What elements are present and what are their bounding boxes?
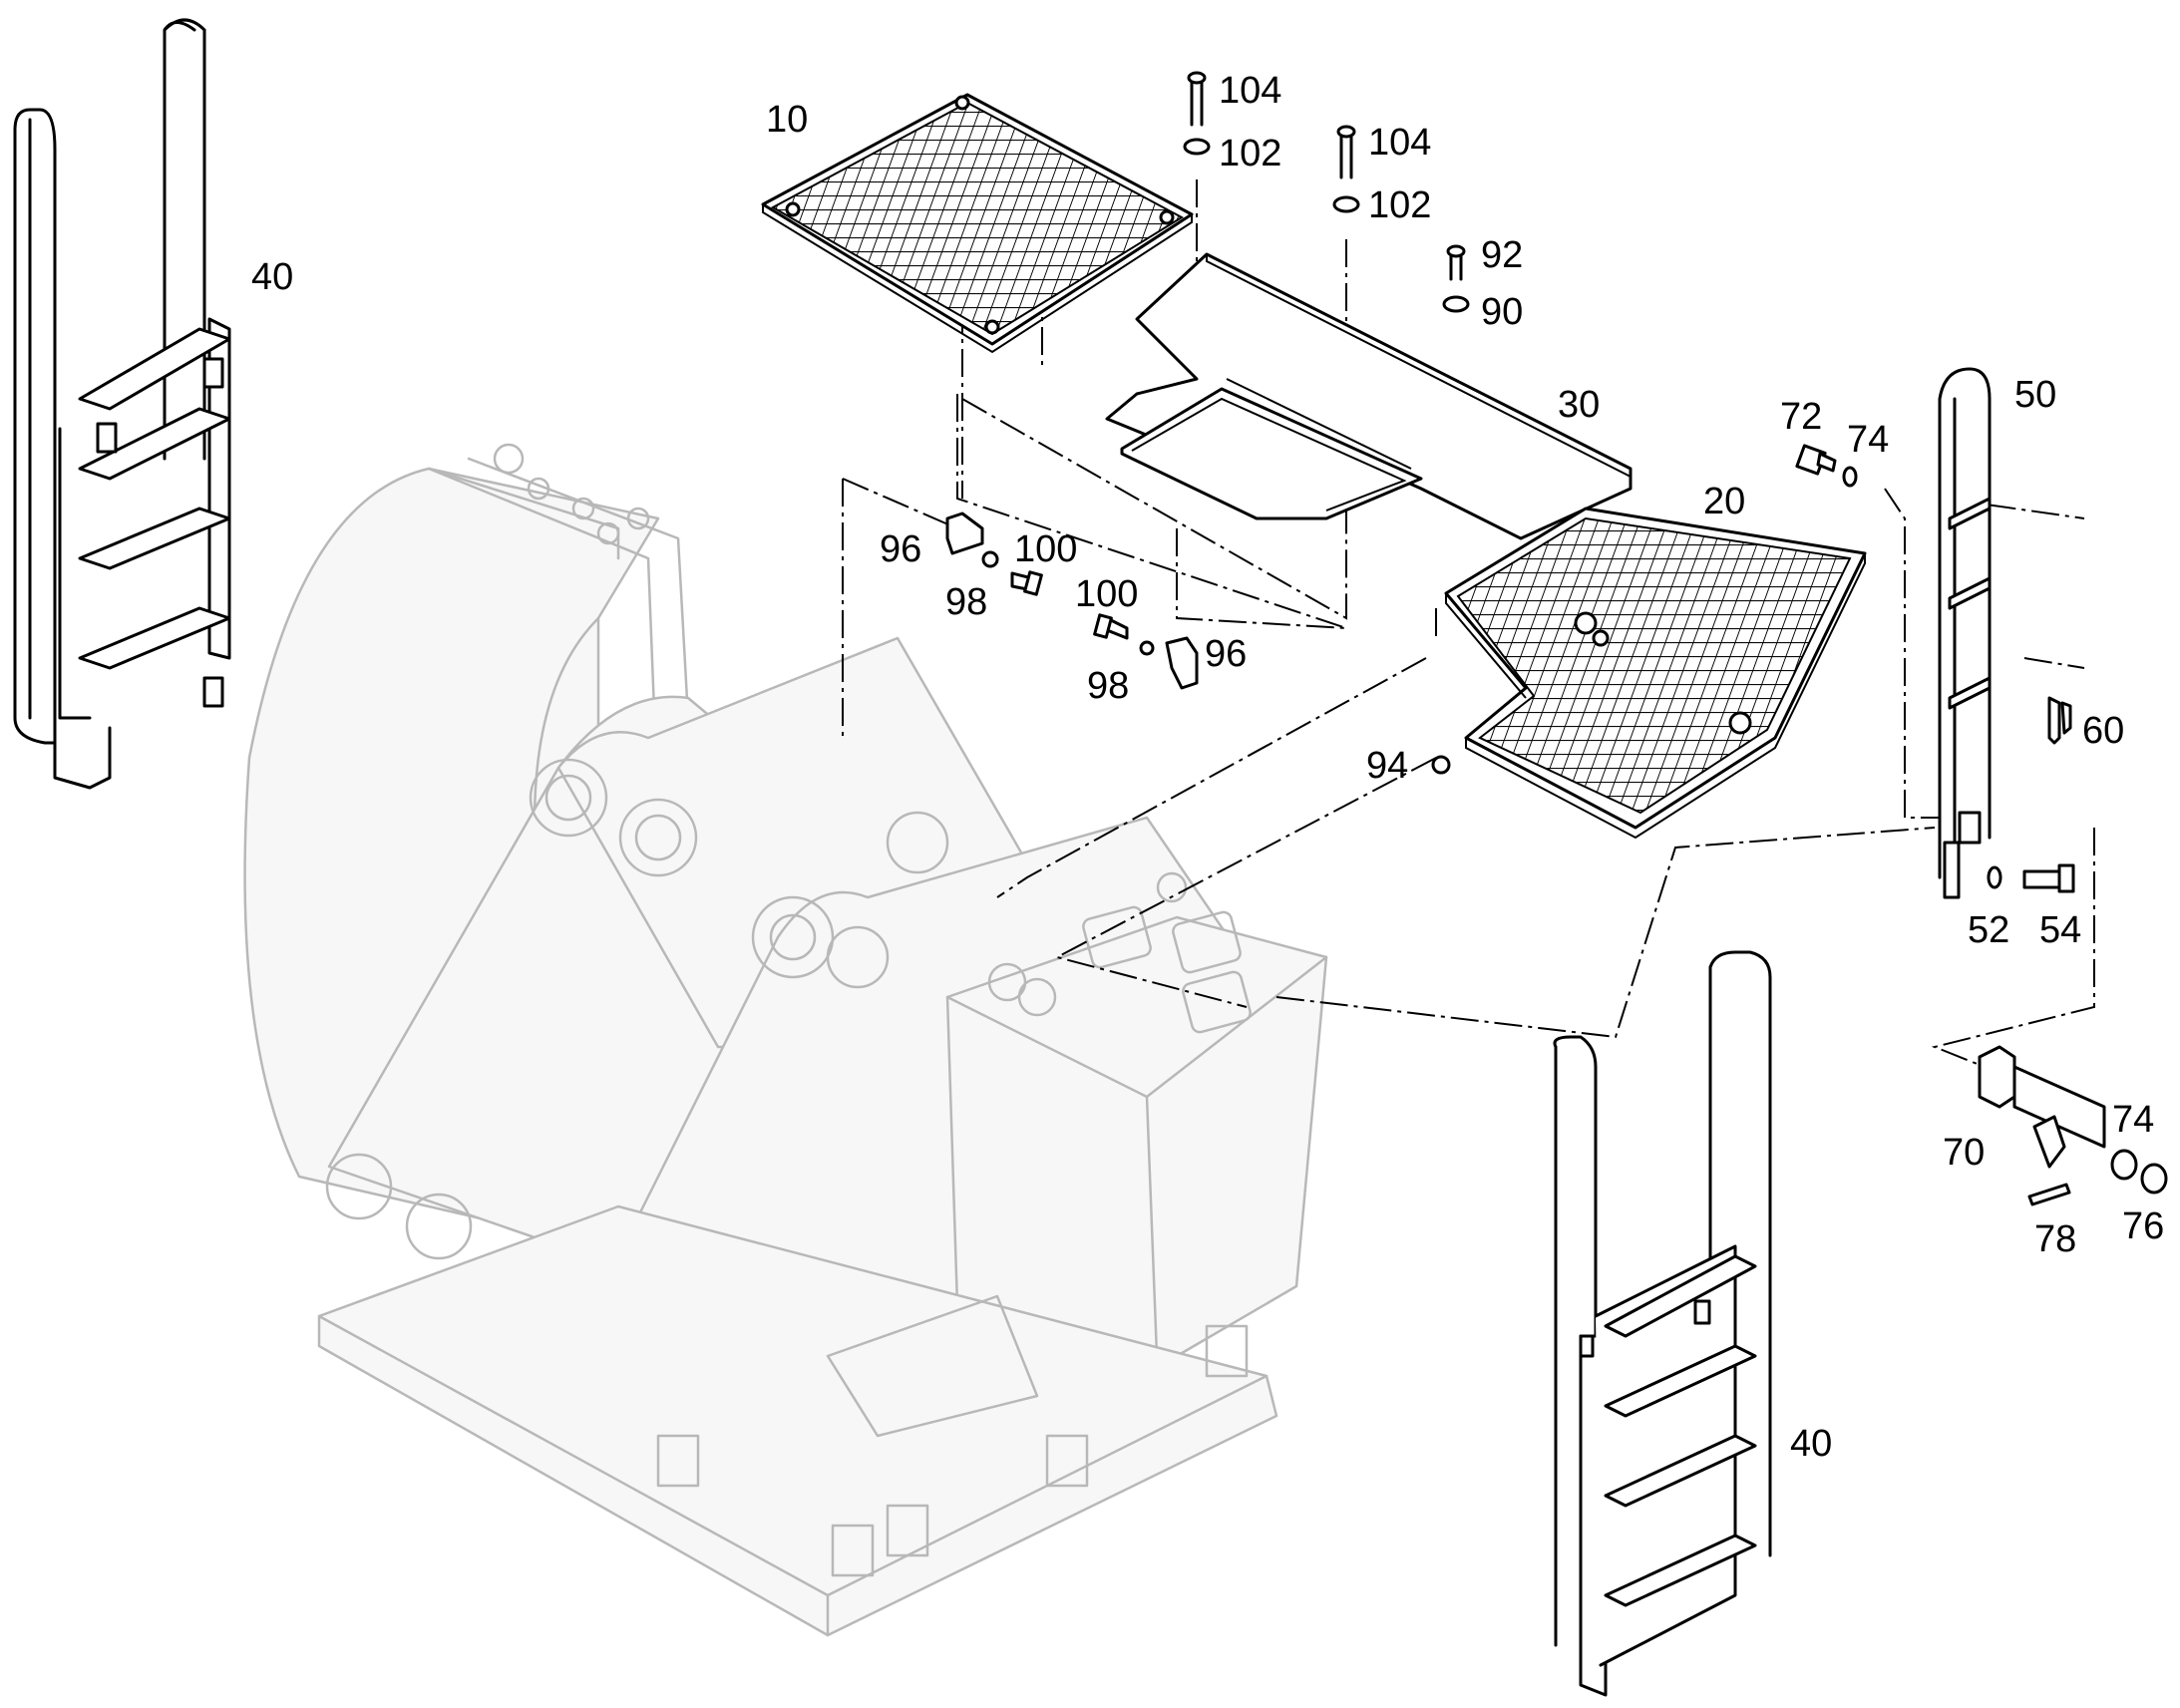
callout-70: 70 <box>1943 1132 1985 1174</box>
callout-74-bottom: 74 <box>2112 1099 2154 1141</box>
callout-90: 90 <box>1481 291 1523 333</box>
callout-52: 52 <box>1968 909 2009 951</box>
callout-74-top: 74 <box>1847 419 1889 461</box>
part-20-grating <box>1444 507 1867 840</box>
callout-104-a: 104 <box>1219 70 1281 112</box>
callout-78: 78 <box>2034 1218 2076 1260</box>
callout-104-b: 104 <box>1368 122 1431 164</box>
hardware-parts <box>945 71 2168 1206</box>
callout-100-right: 100 <box>1075 573 1138 615</box>
callout-100-left: 100 <box>1014 528 1077 570</box>
callout-20: 20 <box>1703 481 1745 522</box>
callout-96-right: 96 <box>1205 633 1247 675</box>
callout-96-left: 96 <box>880 528 921 570</box>
part-40-ladder-right <box>1553 950 1772 1697</box>
part-50-railing <box>1938 367 1992 899</box>
callout-92: 92 <box>1481 234 1523 276</box>
callout-10: 10 <box>766 99 808 141</box>
callout-54: 54 <box>2039 909 2081 951</box>
callout-102-b: 102 <box>1368 184 1431 226</box>
callout-98-right: 98 <box>1087 665 1129 707</box>
callout-60: 60 <box>2082 710 2124 752</box>
callout-102-a: 102 <box>1219 133 1281 174</box>
part-30-support-frame <box>1105 252 1633 540</box>
machine-frame-ghost <box>243 443 1328 1637</box>
part-40-ladder-left <box>13 18 231 790</box>
callout-labels: 10 104 102 104 102 92 90 30 20 72 74 50 … <box>251 70 2164 1465</box>
callout-76: 76 <box>2122 1205 2164 1247</box>
part-10-grating <box>761 93 1194 354</box>
callout-50: 50 <box>2014 374 2056 416</box>
callout-40-right: 40 <box>1790 1423 1832 1465</box>
callout-98-left: 98 <box>945 581 987 623</box>
callout-72: 72 <box>1780 396 1822 438</box>
callout-30: 30 <box>1558 384 1600 426</box>
callout-94: 94 <box>1366 745 1408 787</box>
callout-40-left: 40 <box>251 256 293 298</box>
